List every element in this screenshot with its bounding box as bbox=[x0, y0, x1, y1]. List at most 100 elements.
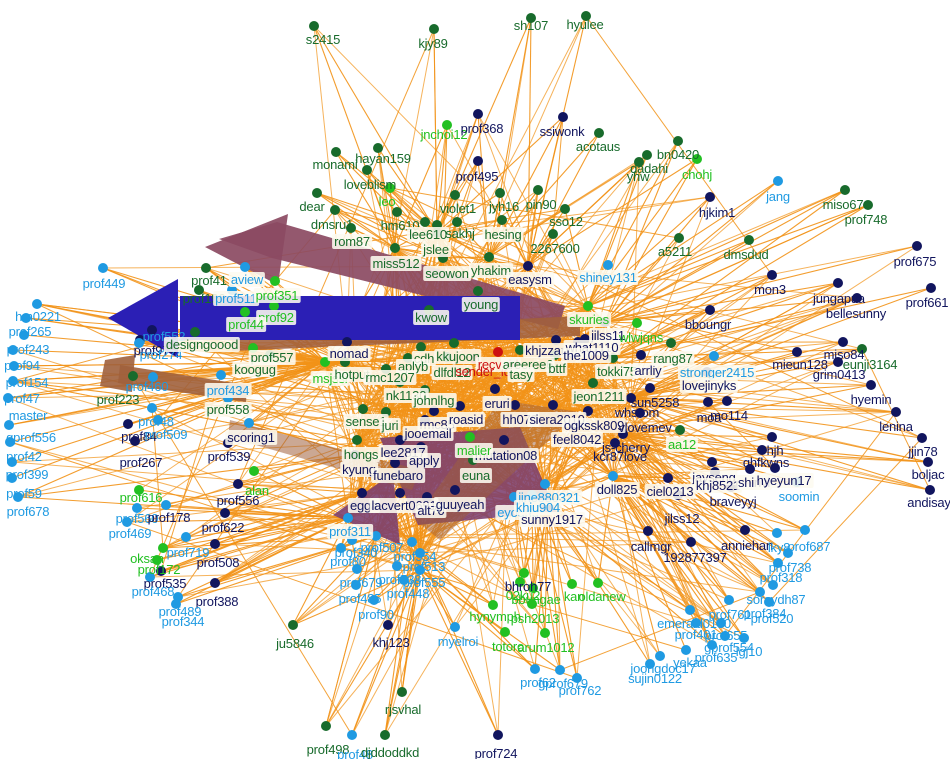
node-label: the1009 bbox=[561, 348, 611, 363]
node-label: leo bbox=[378, 194, 396, 209]
graph-node[interactable] bbox=[227, 285, 237, 295]
node-label: sender_id bbox=[455, 364, 511, 379]
graph-edge bbox=[547, 397, 632, 506]
graph-edge bbox=[604, 309, 711, 324]
node-label: prof555 bbox=[402, 575, 446, 590]
node-label: prof489 bbox=[158, 604, 202, 619]
graph-node[interactable] bbox=[358, 404, 368, 414]
graph-edge bbox=[177, 517, 349, 598]
graph-edge bbox=[151, 407, 165, 549]
graph-edge bbox=[527, 116, 565, 267]
node-label: hynymph bbox=[469, 609, 521, 624]
node-label: prof399 bbox=[5, 467, 49, 482]
node-label: lenina bbox=[879, 419, 913, 434]
node-label: arrliy bbox=[632, 363, 664, 378]
graph-node[interactable] bbox=[833, 357, 843, 367]
node-label: 02ku2 bbox=[505, 588, 541, 603]
node-label: soraydh87 bbox=[746, 592, 806, 607]
graph-node[interactable] bbox=[171, 599, 181, 609]
graph-node[interactable] bbox=[21, 313, 31, 323]
graph-node[interactable] bbox=[681, 645, 691, 655]
node-label: aview bbox=[228, 272, 266, 287]
node-label: prof90 bbox=[358, 607, 394, 622]
node-label: khj123 bbox=[372, 635, 410, 650]
graph-node[interactable] bbox=[392, 561, 402, 571]
node-label: juri bbox=[379, 418, 401, 433]
node-label: yhakim bbox=[469, 263, 513, 278]
node-label: prof511 bbox=[213, 291, 259, 306]
graph-node[interactable] bbox=[551, 335, 561, 345]
node-label: djddoddkd bbox=[360, 745, 420, 759]
node-label: hjkim1 bbox=[698, 205, 736, 220]
node-label: tasy bbox=[507, 367, 535, 382]
node-label: prof80 bbox=[330, 554, 366, 569]
graph-edge bbox=[630, 397, 897, 414]
graph-node[interactable] bbox=[128, 371, 138, 381]
node-label: prof434 bbox=[204, 383, 252, 398]
node-label: gprof556 bbox=[6, 430, 56, 445]
graph-edge bbox=[612, 204, 869, 359]
node-label: ciel0213 bbox=[644, 484, 696, 499]
graph-node[interactable] bbox=[739, 633, 749, 643]
node-label: kjy89 bbox=[418, 36, 448, 51]
node-label: grim0413 bbox=[812, 367, 866, 382]
graph-edge bbox=[527, 189, 539, 267]
graph-edge bbox=[419, 569, 494, 606]
node-label: yekaa bbox=[673, 655, 707, 670]
graph-edge bbox=[373, 552, 421, 601]
node-label: prof762 bbox=[558, 683, 602, 698]
graph-node[interactable] bbox=[210, 578, 220, 588]
graph-node[interactable] bbox=[757, 445, 767, 455]
node-label: rang87 bbox=[651, 351, 695, 366]
graph-node[interactable] bbox=[392, 207, 402, 217]
graph-edge bbox=[313, 25, 348, 343]
graph-edge bbox=[132, 375, 353, 736]
graph-edge bbox=[394, 124, 448, 249]
node-label: dmsru1 bbox=[310, 217, 354, 232]
graph-node[interactable] bbox=[499, 435, 509, 445]
node-label: hayan159 bbox=[355, 151, 411, 166]
graph-edge bbox=[316, 192, 438, 234]
graph-node[interactable] bbox=[692, 154, 702, 164]
graph-edge bbox=[494, 388, 931, 491]
node-label: jyh16 bbox=[488, 199, 520, 214]
graph-node[interactable] bbox=[540, 479, 550, 489]
graph-edge bbox=[612, 475, 722, 624]
node-label: 2267600 bbox=[530, 241, 580, 256]
node-label: prof513 bbox=[402, 559, 446, 574]
graph-node[interactable] bbox=[594, 128, 604, 138]
graph-edge bbox=[156, 492, 363, 561]
graph-node[interactable] bbox=[493, 730, 503, 740]
graph-edge bbox=[612, 475, 745, 639]
graph-node[interactable] bbox=[707, 457, 717, 467]
graph-node[interactable] bbox=[493, 347, 503, 357]
node-label: lee610 bbox=[407, 227, 449, 242]
graph-edge bbox=[604, 196, 711, 323]
node-label: gprof679 bbox=[538, 676, 588, 691]
graph-edge bbox=[604, 237, 680, 323]
node-label: jeon1211 bbox=[571, 389, 627, 404]
graph-node[interactable] bbox=[381, 364, 391, 374]
graph-edge bbox=[419, 569, 499, 736]
node-label: lky8 bbox=[767, 540, 791, 555]
node-label: prof48 bbox=[138, 414, 174, 429]
graph-node[interactable] bbox=[4, 420, 14, 430]
graph-node[interactable] bbox=[190, 327, 200, 337]
graph-node[interactable] bbox=[220, 508, 230, 518]
graph-node[interactable] bbox=[783, 548, 793, 558]
node-label: prof498 bbox=[306, 742, 350, 757]
node-label: kyung bbox=[340, 462, 378, 477]
graph-edge bbox=[428, 309, 499, 736]
graph-edge bbox=[552, 404, 897, 413]
node-label: prof509 bbox=[144, 427, 188, 442]
graph-node[interactable] bbox=[403, 353, 413, 363]
node-label: prof520 bbox=[750, 611, 794, 626]
graph-node[interactable] bbox=[381, 407, 391, 417]
graph-node[interactable] bbox=[519, 568, 529, 578]
node-label: prof47 bbox=[4, 391, 40, 406]
node-label: koogug bbox=[232, 362, 278, 377]
graph-node[interactable] bbox=[912, 241, 922, 251]
graph-node[interactable] bbox=[866, 380, 876, 390]
graph-edge bbox=[612, 475, 661, 657]
